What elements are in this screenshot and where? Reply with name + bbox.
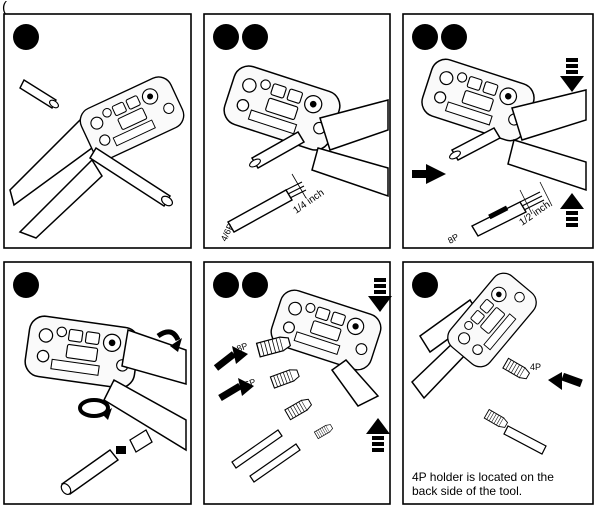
step-badge-3: 3	[242, 24, 268, 50]
holder-note: 4P holder is located on the back side of…	[412, 470, 554, 498]
insert-arrow	[412, 164, 446, 184]
dial-rotate-arrow	[78, 398, 112, 420]
svg-text:5: 5	[222, 278, 231, 295]
step-badge-7: 7	[412, 272, 438, 298]
svg-text:1: 1	[22, 30, 31, 47]
step-badge-2a: 2a	[213, 24, 239, 50]
svg-text:3: 3	[251, 30, 260, 47]
tool-illustration	[219, 61, 389, 198]
step-badge-5: 5	[213, 272, 239, 298]
rotate-arrow	[156, 329, 182, 352]
plug-4p-loose	[483, 409, 547, 455]
plug-8p-label: 8P	[235, 341, 249, 354]
step-badge-1: 1	[13, 24, 39, 50]
plug-6p: 6P	[218, 367, 301, 402]
holder-note-line-1: 4P holder is located on the	[412, 470, 554, 484]
svg-text:3: 3	[450, 30, 459, 47]
svg-text:7: 7	[421, 278, 430, 295]
svg-text:2a: 2a	[219, 31, 233, 45]
die-insert	[60, 429, 153, 496]
cables	[231, 396, 334, 483]
panel-6: 7 4P 4P holder is located on the back si…	[402, 261, 594, 505]
step-badge-3: 3	[441, 24, 467, 50]
plug-4p-label: 4P	[530, 362, 541, 372]
plug-8p: 8P	[213, 334, 292, 371]
panel-2: 2a 3 1/4 inch 4/6P	[203, 13, 391, 249]
step-badge-4: 4	[13, 272, 39, 298]
plug-size-label: 8P	[446, 232, 461, 246]
panel-4: 4	[3, 261, 192, 505]
panel-3: 2b 3 1/2 inch 8P	[402, 13, 594, 249]
step-badge-2b: 2b	[412, 24, 438, 50]
panel-5: 5 6 8P 6P	[203, 261, 392, 505]
header-text: (	[2, 0, 7, 16]
panel-1: 1	[3, 13, 192, 249]
tool-illustration	[266, 285, 386, 407]
svg-text:6: 6	[251, 278, 260, 295]
tool-illustration	[22, 313, 187, 452]
holder-note-line-2: back side of the tool.	[412, 484, 522, 498]
plug-4p: 4P	[502, 357, 583, 390]
step-badge-6: 6	[242, 272, 268, 298]
svg-text:2b: 2b	[418, 31, 432, 45]
tool-illustration	[9, 71, 189, 239]
tool-illustration	[411, 267, 543, 400]
tool-illustration	[417, 54, 587, 192]
svg-text:4: 4	[22, 278, 31, 295]
plug-6p-label: 6P	[243, 377, 257, 390]
